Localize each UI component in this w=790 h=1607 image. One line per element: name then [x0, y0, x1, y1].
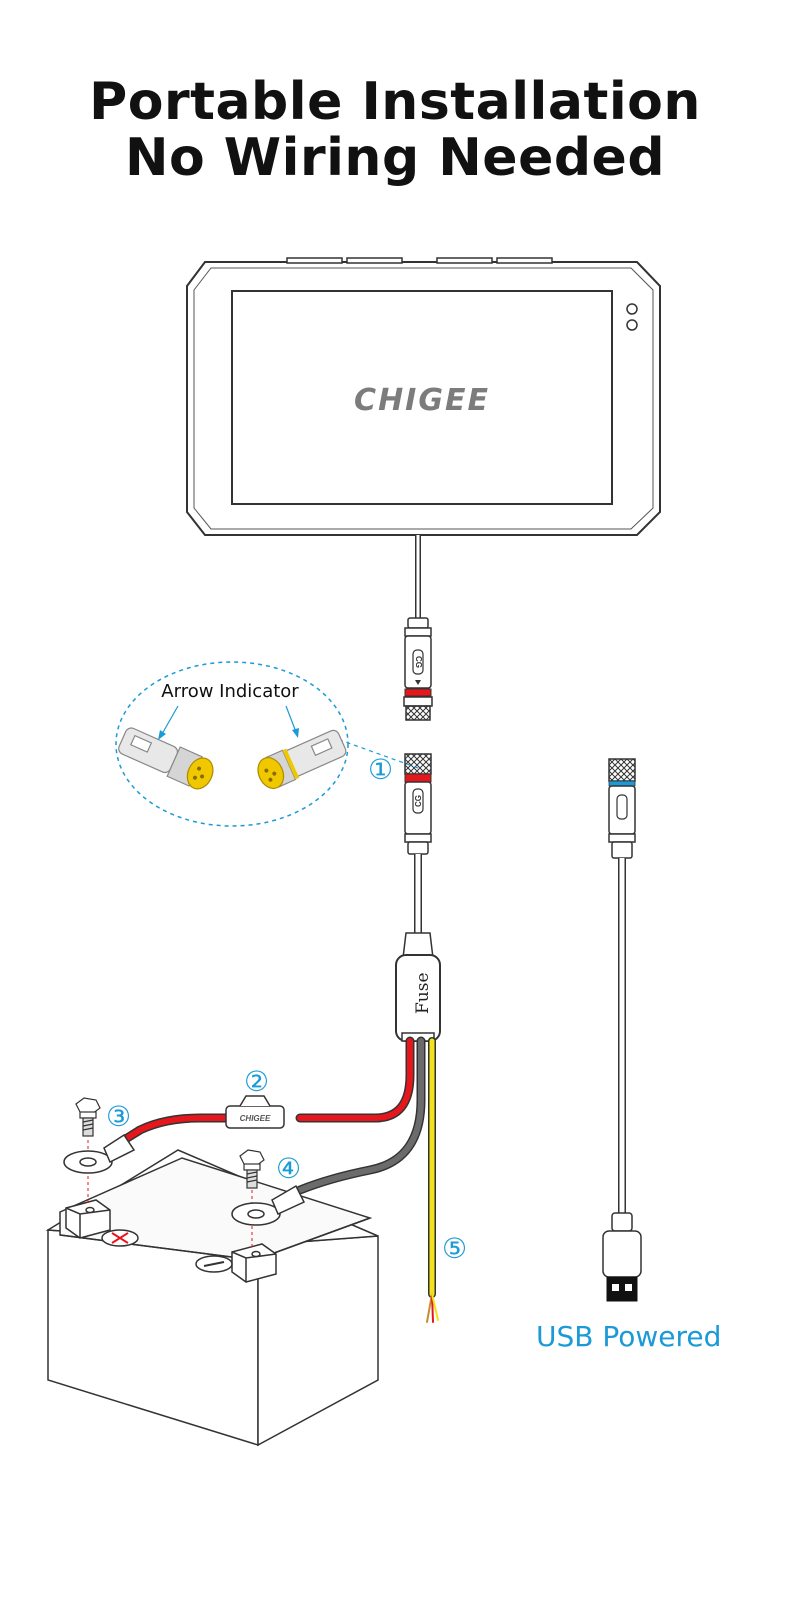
ring-terminal-negative [231, 1184, 306, 1226]
display-screen [231, 290, 613, 505]
ring-terminal-positive [63, 1133, 136, 1174]
negative-terminal-icon [203, 1261, 225, 1267]
fuse-box: Fuse [395, 932, 441, 1042]
marker-4: ④ [276, 1152, 301, 1185]
page-title-line-1: Portable Installation [89, 72, 701, 132]
page-title-line-2: No Wiring Needed [124, 128, 666, 188]
marker-3: ③ [106, 1100, 131, 1133]
usb-powered-label: USB Powered [536, 1320, 722, 1353]
connector-mark-top: CG [414, 656, 423, 668]
display-device: CHIGEE [186, 257, 661, 536]
power-cable-connector: CG [404, 753, 432, 935]
fuse-label: Fuse [413, 972, 433, 1014]
marker-2: ② [244, 1065, 269, 1098]
fuse-holder-brand: CHIGEE [240, 1114, 271, 1123]
device-cable: CG [403, 535, 433, 721]
usb-plug-icon [606, 1276, 638, 1302]
device-brand-logo: CHIGEE [354, 383, 490, 418]
wires [119, 1036, 439, 1323]
positive-terminal-icon [111, 1232, 129, 1244]
arrow-indicator-label: Arrow Indicator [161, 681, 299, 702]
connector-mark-bottom: CG [414, 795, 423, 807]
sensor-icon [626, 319, 638, 331]
marker-5: ⑤ [442, 1232, 467, 1265]
bolt-positive [75, 1097, 101, 1137]
bolt-negative [239, 1149, 265, 1189]
camera-icon [626, 303, 638, 315]
battery [45, 1140, 379, 1447]
marker-1: ① [368, 753, 393, 786]
inline-fuse-holder: CHIGEE [225, 1095, 285, 1129]
usb-cable [602, 758, 642, 1302]
arrow-indicator-callout: Arrow Indicator [115, 661, 419, 827]
